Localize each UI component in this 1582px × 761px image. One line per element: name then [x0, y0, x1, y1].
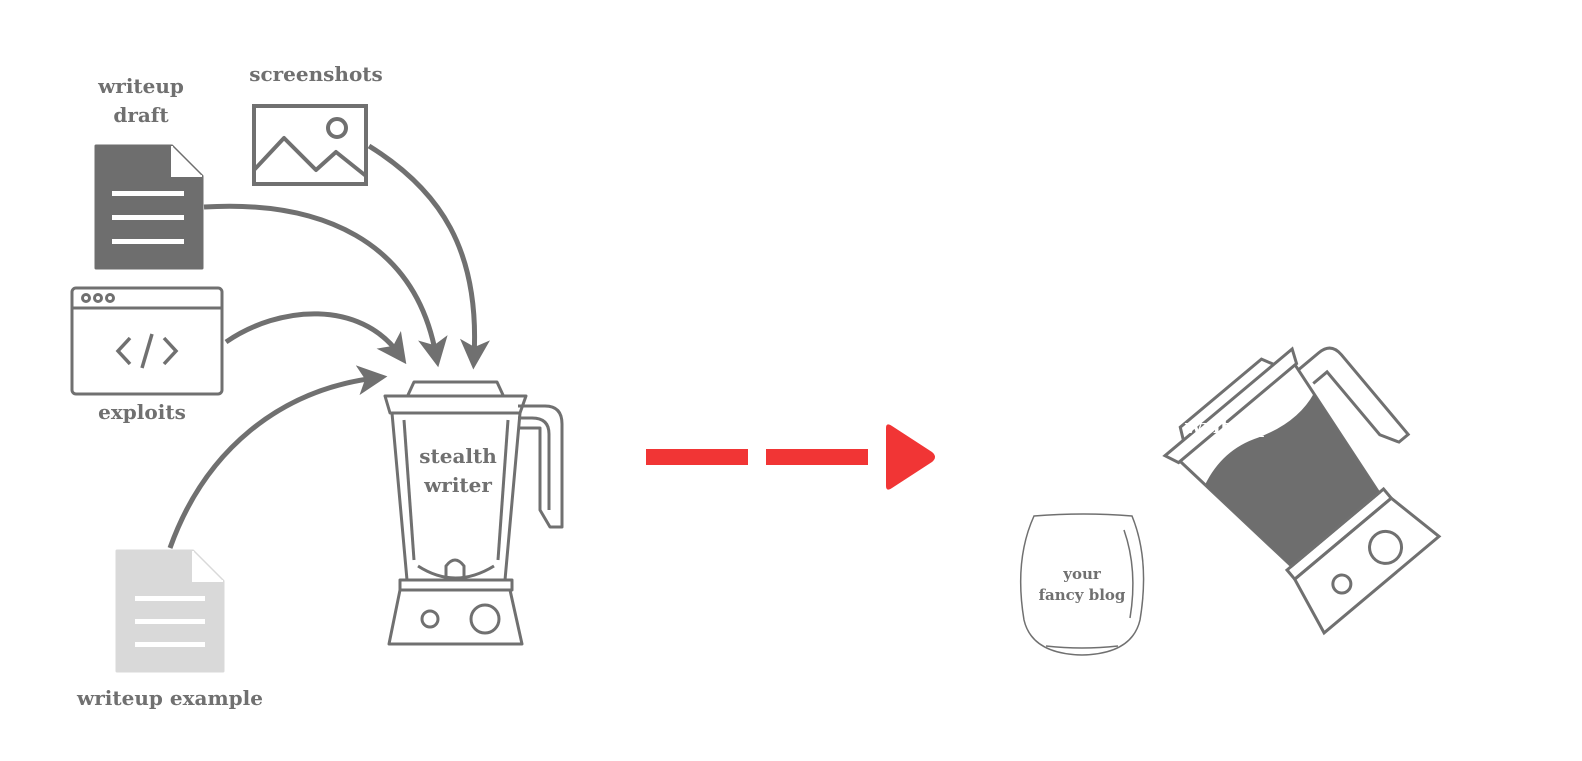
exploits-label: exploits — [98, 400, 186, 424]
draft-arrow — [203, 203, 448, 368]
process-arrow-icon — [646, 424, 935, 490]
writeup-example-label: writeup example — [77, 686, 263, 710]
writeup-draft-document-icon — [94, 144, 204, 270]
poured-writeup-label: writeup — [1185, 414, 1271, 438]
exploits-code-window-icon — [70, 286, 224, 396]
screenshots-arrow — [367, 143, 490, 370]
example-arrow — [167, 365, 388, 549]
screenshots-image-icon — [252, 104, 368, 186]
glass-label: your fancy blog — [1038, 565, 1126, 604]
screenshots-label: screenshots — [249, 62, 383, 86]
exploits-arrow — [224, 311, 407, 365]
writeup-draft-label: writeup draft — [98, 74, 184, 127]
glass-icon — [1019, 513, 1145, 656]
pouring-blender-icon — [1162, 346, 1442, 636]
blender-icon — [383, 380, 564, 646]
writeup-example-document-icon — [115, 549, 225, 673]
blender-label: stealth writer — [419, 444, 497, 497]
